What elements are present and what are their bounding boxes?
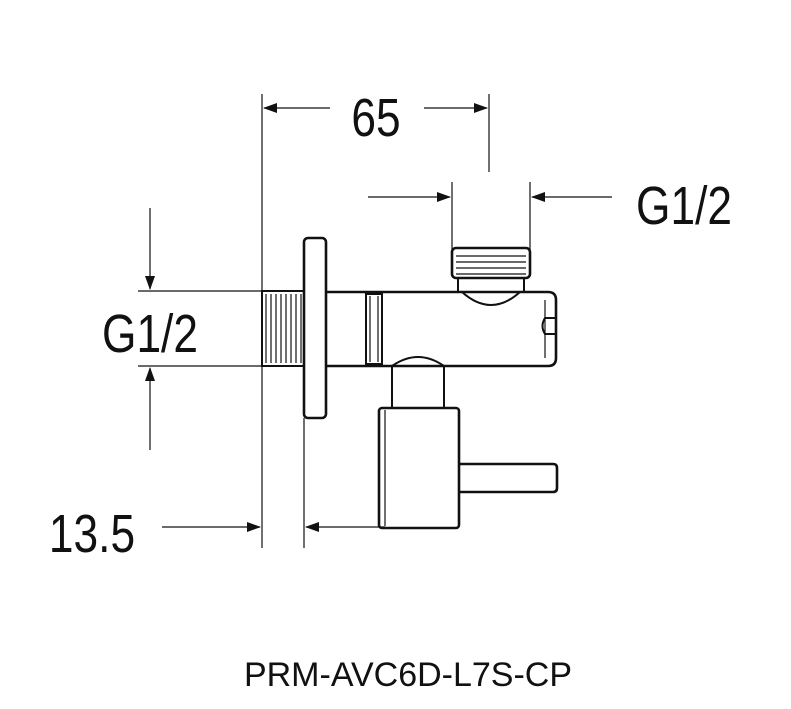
outlet-nut: [450, 246, 532, 280]
handle-hub: [377, 406, 461, 530]
valve-body: [261, 236, 559, 530]
model-code: PRM-AVC6D-L7S-CP: [244, 656, 572, 694]
dimension-label-outlet-g12: G1/2: [636, 176, 732, 236]
dimension-overall-length: 65: [261, 88, 490, 548]
dimension-label-13-5: 13.5: [49, 504, 135, 564]
dimension-flange-offset: 13.5: [49, 418, 385, 564]
dimension-inlet-thread: G1/2: [102, 208, 262, 450]
wall-flange: [302, 236, 328, 420]
dimension-outlet-thread: G1/2: [368, 176, 732, 250]
dimension-label-inlet-g12: G1/2: [102, 304, 198, 364]
inlet-thread-lines: [265, 294, 302, 363]
dimension-label-65: 65: [351, 88, 400, 148]
handle-lever: [459, 462, 559, 494]
